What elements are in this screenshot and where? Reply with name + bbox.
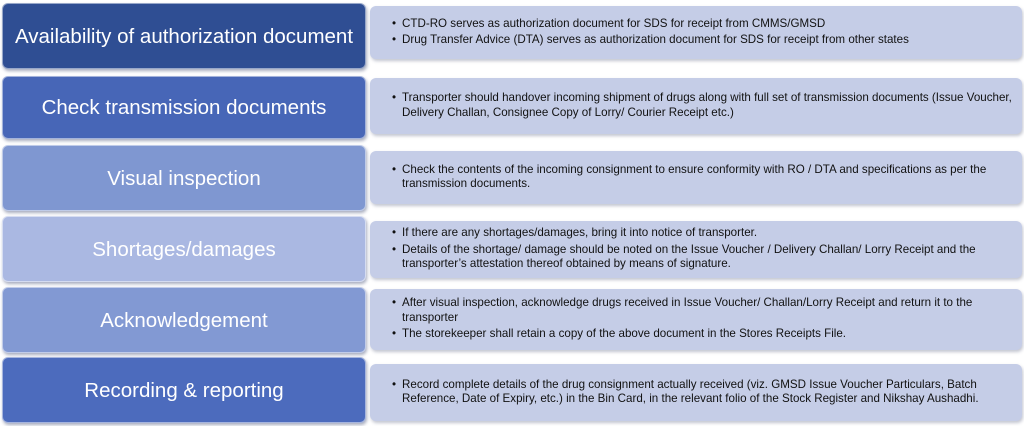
step-title: Recording & reporting [84, 378, 284, 402]
step-title-box: Acknowledgement [2, 287, 366, 353]
step-title: Visual inspection [107, 166, 261, 190]
step-title: Availability of authorization document [14, 24, 354, 48]
detail-bullet: Details of the shortage/ damage should b… [392, 243, 1012, 272]
detail-bullet: CTD-RO serves as authorization document … [392, 17, 1012, 32]
detail-list: If there are any shortages/damages, brin… [392, 225, 1012, 274]
detail-list: Check the contents of the incoming consi… [392, 162, 1012, 194]
detail-bullet: Drug Transfer Advice (DTA) serves as aut… [392, 33, 1012, 48]
step-title-box: Recording & reporting [2, 357, 366, 423]
step-details: CTD-RO serves as authorization document … [370, 6, 1022, 59]
step-title-box: Visual inspection [2, 145, 366, 211]
detail-list: CTD-RO serves as authorization document … [392, 16, 1012, 50]
step-title-box: Shortages/damages [2, 216, 366, 282]
detail-list: Record complete details of the drug cons… [392, 377, 1012, 409]
step-title: Acknowledgement [100, 308, 268, 332]
step-title: Check transmission documents [41, 96, 327, 119]
detail-bullet: If there are any shortages/damages, brin… [392, 226, 1012, 241]
detail-bullet: Check the contents of the incoming consi… [392, 163, 1012, 192]
step-details: Check the contents of the incoming consi… [370, 151, 1022, 204]
detail-bullet: Record complete details of the drug cons… [392, 378, 1012, 407]
step-title: Shortages/damages [92, 237, 276, 261]
step-details: If there are any shortages/damages, brin… [370, 221, 1022, 278]
step-title-box: Check transmission documents [2, 76, 366, 139]
detail-list: After visual inspection, acknowledge dru… [392, 295, 1012, 344]
detail-bullet: The storekeeper shall retain a copy of t… [392, 327, 1012, 342]
detail-bullet: After visual inspection, acknowledge dru… [392, 296, 1012, 325]
step-details: Record complete details of the drug cons… [370, 364, 1022, 421]
step-title-box: Availability of authorization document [2, 3, 366, 69]
detail-list: Transporter should handover incoming shi… [392, 90, 1012, 122]
step-details: After visual inspection, acknowledge dru… [370, 289, 1022, 350]
detail-bullet: Transporter should handover incoming shi… [392, 91, 1012, 120]
step-details: Transporter should handover incoming shi… [370, 78, 1022, 134]
